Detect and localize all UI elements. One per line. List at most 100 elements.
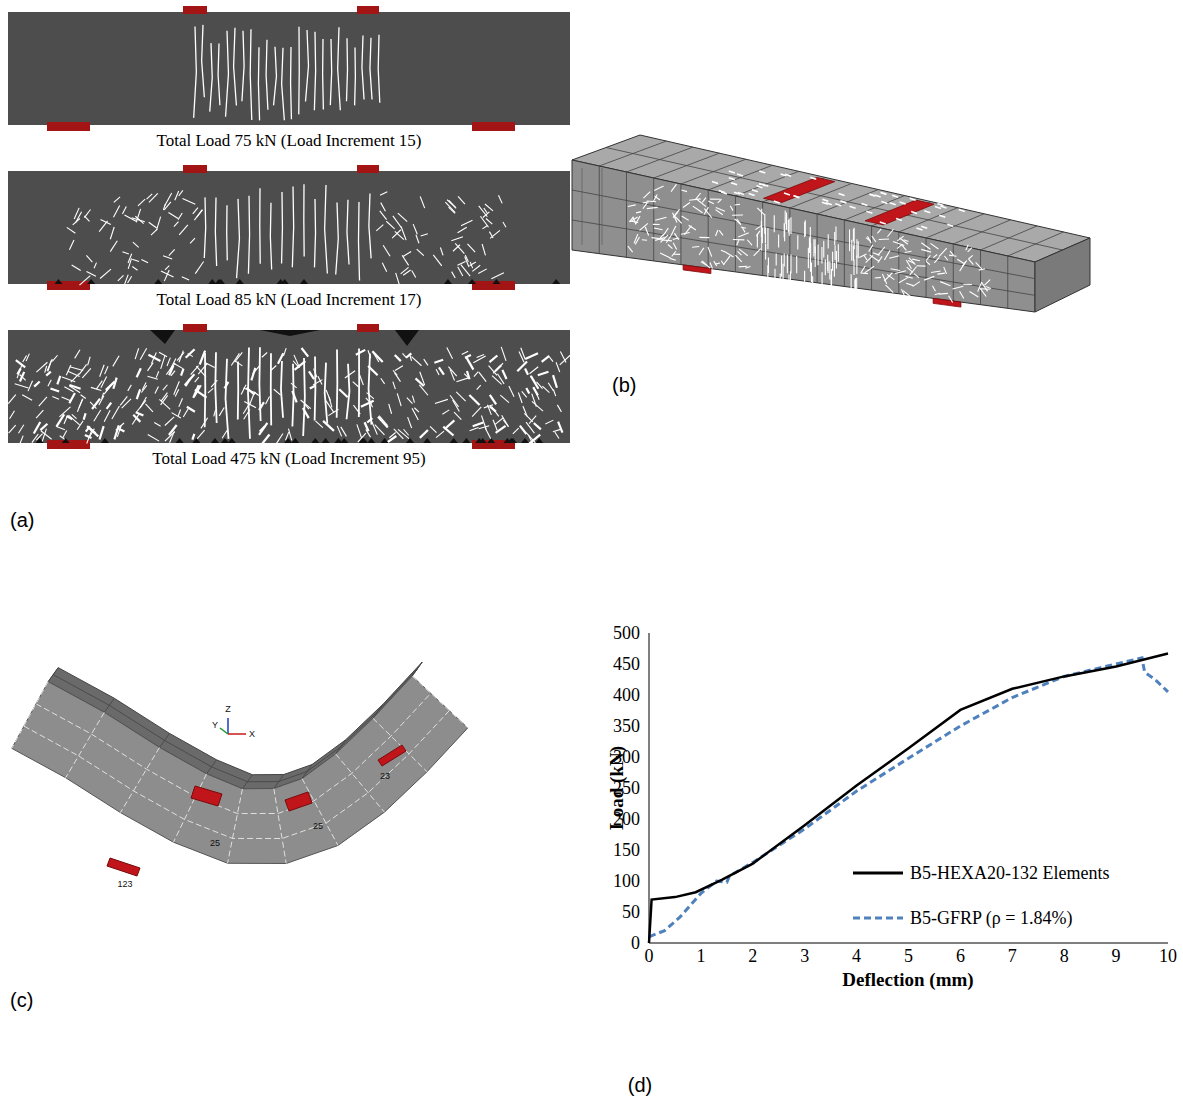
- crack-line: [812, 276, 813, 292]
- crack-line: [470, 262, 472, 268]
- crack-spall: [87, 279, 95, 284]
- crack-line: [386, 221, 394, 229]
- crack-line: [497, 374, 504, 384]
- crack-line: [381, 203, 386, 212]
- crack-line: [40, 424, 47, 430]
- crack-line: [498, 195, 502, 203]
- crack-line: [445, 202, 455, 212]
- crack-line: [628, 205, 636, 207]
- crack-line: [20, 436, 23, 444]
- crack-line: [336, 203, 339, 275]
- crack-line: [710, 262, 712, 268]
- crack-line: [660, 253, 670, 258]
- crack-line: [282, 48, 285, 121]
- crack-line: [149, 222, 157, 228]
- crack-line: [985, 286, 991, 288]
- crack-line: [518, 392, 522, 403]
- crack-line: [303, 184, 305, 256]
- crack-line: [911, 211, 917, 213]
- crack-line: [179, 351, 183, 363]
- crack-line: [781, 256, 782, 277]
- crack-line: [375, 425, 385, 435]
- crack-spall: [450, 438, 458, 443]
- crack-line: [242, 31, 244, 102]
- crack-line: [339, 389, 348, 397]
- crack-line: [57, 376, 60, 384]
- crack-line: [135, 348, 139, 359]
- crack-line: [704, 209, 712, 218]
- crack-spall: [468, 279, 476, 284]
- crack-line: [480, 216, 488, 227]
- crack-line: [451, 237, 463, 241]
- mesh-line: [120, 747, 159, 812]
- crack-line: [52, 397, 59, 400]
- crack-line: [369, 193, 371, 258]
- crack-line: [258, 47, 259, 120]
- crack-line: [495, 365, 501, 371]
- x-tick-label: 4: [852, 946, 861, 967]
- crack-line: [501, 347, 506, 361]
- crack-line: [835, 245, 836, 260]
- crack-spall: [552, 279, 560, 284]
- crack-line: [652, 238, 664, 239]
- crack-line: [671, 226, 675, 235]
- crack-line: [59, 407, 70, 417]
- crack-line: [912, 259, 920, 261]
- crack-line: [141, 385, 146, 392]
- crack-line: [185, 374, 195, 385]
- crack-line: [526, 388, 529, 394]
- crack-line: [453, 400, 460, 412]
- crack-line: [259, 188, 261, 263]
- crack-line: [937, 203, 943, 205]
- crack-line: [976, 262, 982, 268]
- crack-line: [88, 427, 98, 436]
- crack-line: [674, 254, 680, 255]
- crack-line: [828, 234, 829, 248]
- crack-line: [553, 390, 555, 397]
- crack-line: [140, 348, 147, 360]
- crack-line: [249, 393, 254, 405]
- crack-line: [887, 229, 893, 237]
- crack-line: [788, 274, 789, 292]
- crack-line: [393, 382, 396, 389]
- beam-body: [8, 330, 570, 443]
- crack-line: [271, 365, 276, 370]
- crack-line: [906, 283, 913, 285]
- crack-line: [520, 426, 527, 434]
- crack-line: [485, 428, 491, 440]
- crack-line: [555, 432, 559, 438]
- x-axis: [649, 943, 1168, 944]
- crack-line: [966, 245, 969, 251]
- crack-line: [900, 202, 906, 204]
- crack-line: [136, 209, 140, 222]
- crack-line: [653, 224, 660, 225]
- crack-line: [952, 286, 963, 289]
- crack-line: [545, 420, 553, 424]
- crack-line: [314, 356, 317, 420]
- crack-line: [110, 227, 114, 239]
- crack-spall: [228, 438, 236, 443]
- crack-spall: [36, 438, 44, 443]
- crack-line: [395, 231, 404, 239]
- axis-title: Deflection (mm): [842, 969, 973, 991]
- crack-line: [959, 210, 965, 212]
- crack-line: [208, 388, 213, 393]
- crack-line: [804, 222, 805, 237]
- crack-line: [731, 183, 737, 185]
- crack-line: [440, 247, 443, 255]
- crack-spall: [62, 438, 70, 443]
- crack-line: [732, 215, 743, 216]
- crack-line: [215, 352, 216, 423]
- crack-line: [529, 435, 533, 444]
- crack-line: [635, 237, 639, 244]
- crack-line: [909, 258, 916, 265]
- crack-line: [675, 216, 682, 223]
- crack-line: [346, 38, 348, 101]
- crack-line: [786, 213, 787, 230]
- crack-line: [314, 199, 315, 267]
- crack-line: [237, 199, 240, 278]
- x-tick-label: 8: [1060, 946, 1069, 967]
- crack-line: [274, 389, 281, 395]
- crack-line: [456, 392, 465, 401]
- mesh-line: [680, 184, 681, 265]
